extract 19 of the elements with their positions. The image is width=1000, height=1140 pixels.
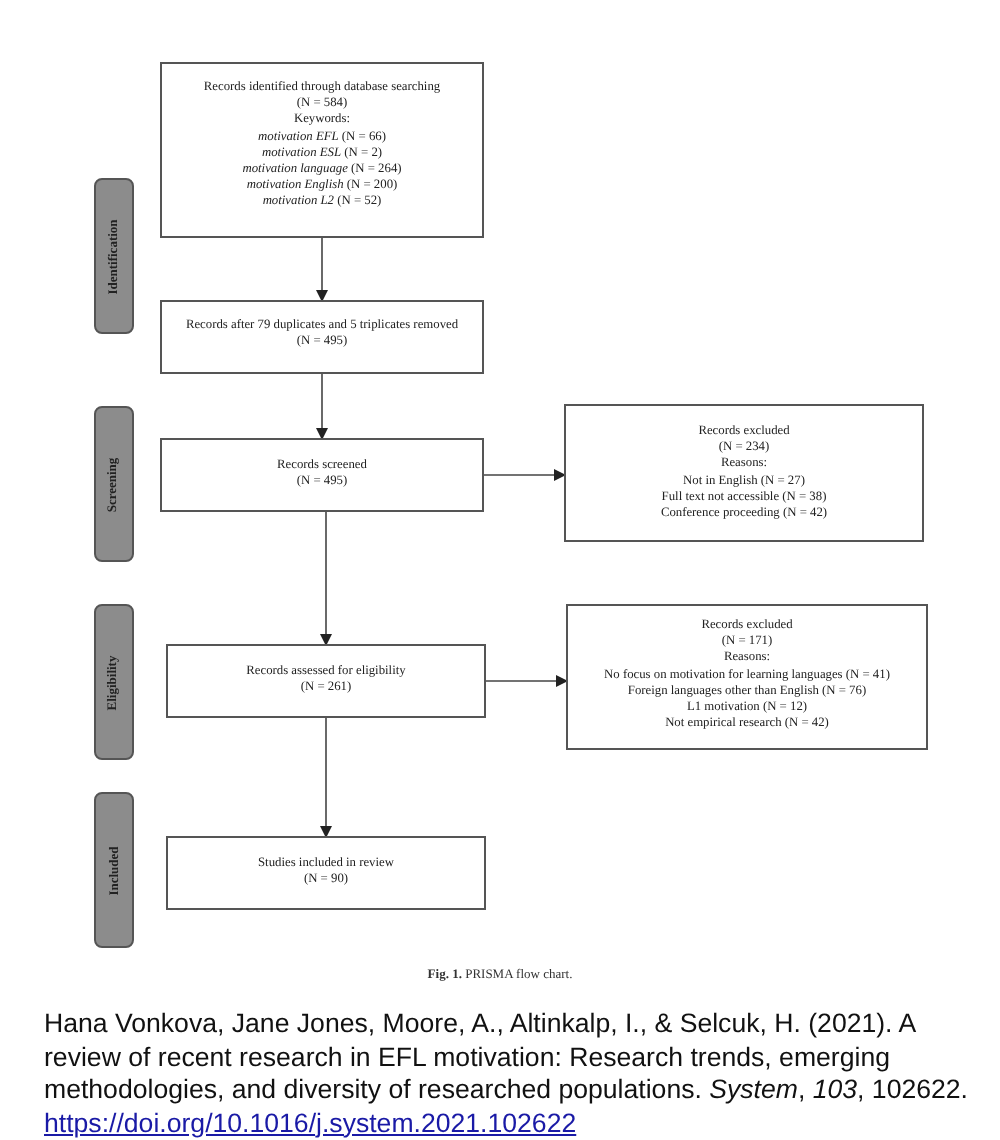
arrow bbox=[316, 237, 328, 302]
arrow bbox=[485, 675, 568, 687]
process-box bbox=[166, 644, 486, 718]
process-box bbox=[160, 62, 484, 238]
process-box bbox=[566, 604, 928, 750]
phase-band bbox=[94, 604, 134, 760]
phase-band bbox=[94, 178, 134, 334]
doi-link: https://doi.org/10.1016/j.system.2021.102622 bbox=[44, 1107, 577, 1140]
citation: Hana Vonkova, Jane Jones, Moore, A., Altinkalp, I., & Selcuk, H. (2021). A review of recent research in EFL motivation: Research trends, emerging methodologies, and diversity of researched populations. System, 103, 102622. bbox=[44, 1008, 971, 1107]
arrow bbox=[320, 511, 332, 646]
phase-band bbox=[94, 406, 134, 562]
phase-band bbox=[94, 792, 134, 948]
arrow bbox=[320, 717, 332, 838]
arrow bbox=[316, 373, 328, 440]
process-box bbox=[160, 300, 484, 374]
process-box bbox=[160, 438, 484, 512]
arrow bbox=[483, 469, 566, 481]
process-box bbox=[564, 404, 924, 542]
process-box bbox=[166, 836, 486, 910]
